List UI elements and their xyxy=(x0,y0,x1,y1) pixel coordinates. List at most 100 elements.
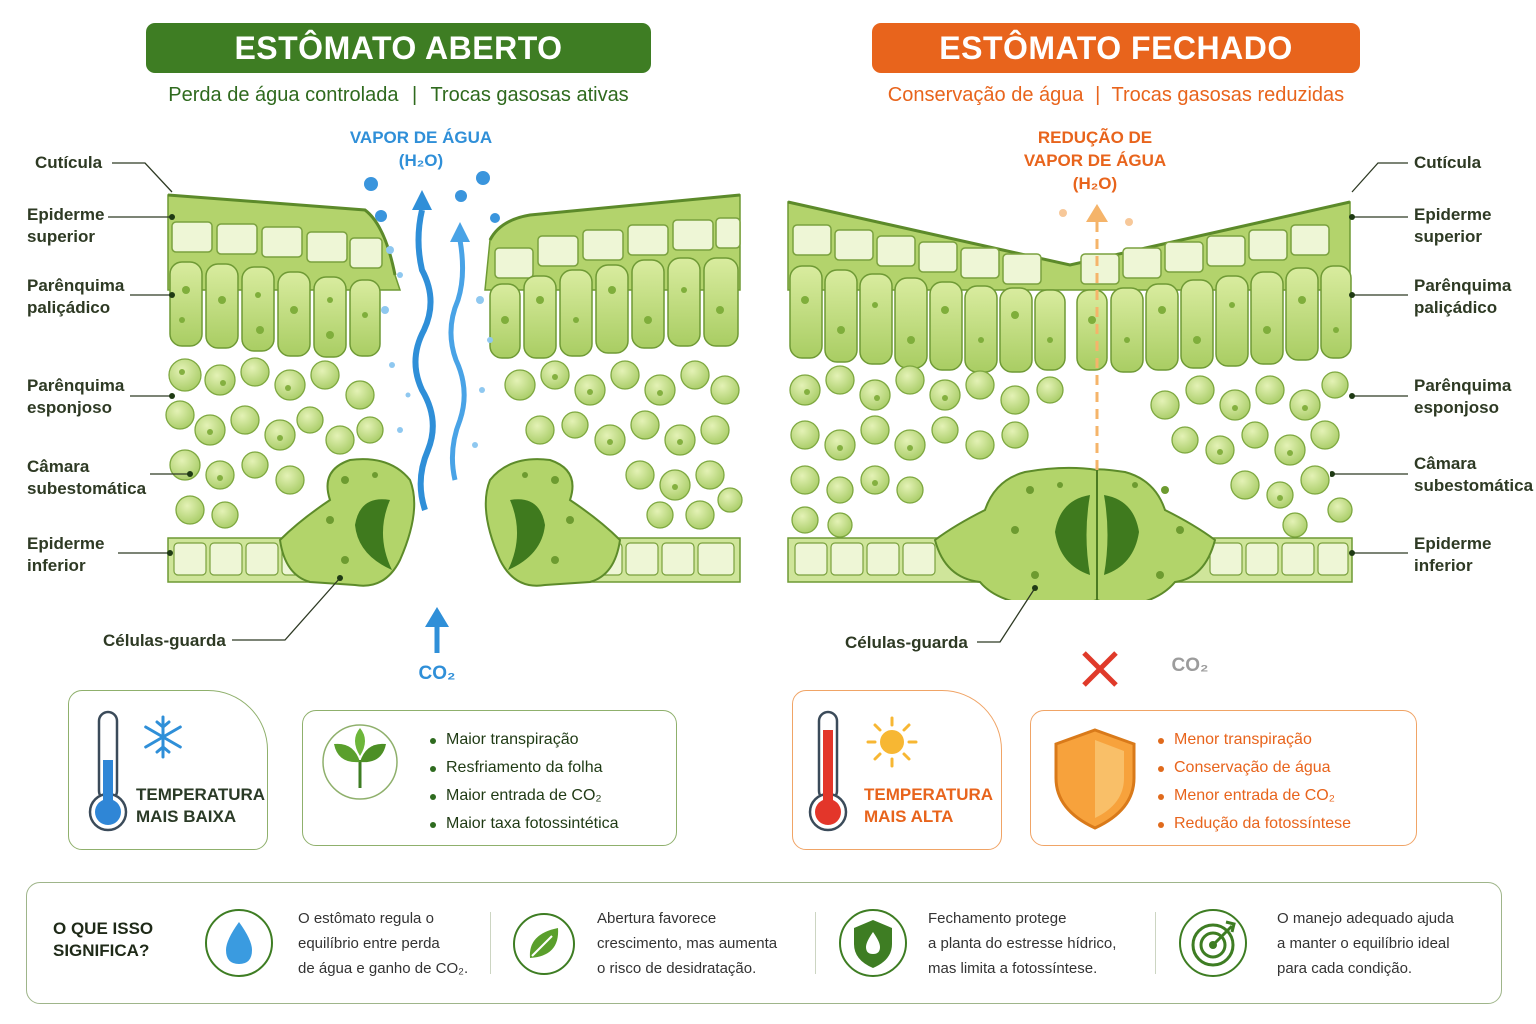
label-celulas-guarda-left: Células-guarda xyxy=(103,631,226,650)
summary-heading-1: O QUE ISSO xyxy=(53,919,154,938)
summary-text-4: O manejo adequado ajuda a manter o equil… xyxy=(1277,906,1454,981)
subtitle-closed-sep: | xyxy=(1095,84,1101,106)
summary-heading-2: SIGNIFICA? xyxy=(53,941,150,960)
subtitle-open: Perda de água controlada | Trocas gasosa… xyxy=(146,84,651,107)
esp-1: Parênquima xyxy=(27,376,125,395)
effect-closed-4: Redução da fotossíntese xyxy=(1158,810,1351,838)
subtitle-closed: Conservação de água | Trocas gasosas red… xyxy=(852,84,1380,107)
shield-icon xyxy=(1054,728,1136,830)
effect-closed-1: Menor transpiração xyxy=(1158,726,1351,754)
summary-text-3: Fechamento protege a planta do estresse … xyxy=(928,906,1116,981)
water-drop-icon xyxy=(205,909,273,977)
pal-1-r: Parênquima xyxy=(1414,276,1512,295)
temp-low-2: MAIS BAIXA xyxy=(136,807,237,826)
effect-closed-3: Menor entrada de CO₂ xyxy=(1158,782,1351,810)
title-closed: ESTÔMATO FECHADO xyxy=(872,23,1360,73)
epi-sup-1-r: Epiderme xyxy=(1414,205,1492,224)
temp-low-1: TEMPERATURA xyxy=(136,785,266,804)
epi-inf-2: inferior xyxy=(27,556,86,575)
title-open: ESTÔMATO ABERTO xyxy=(146,23,651,73)
cam-1: Câmara xyxy=(27,457,90,476)
label-epiderme-superior-left: Epiderme superior xyxy=(27,204,104,248)
label-camara-left: Câmara subestomática xyxy=(27,456,146,500)
sun-icon xyxy=(866,716,918,768)
summary-2-l1: Abertura favorece xyxy=(597,910,717,927)
right-leader-lines xyxy=(1330,162,1408,556)
guard-leader-left xyxy=(232,575,343,641)
subtitle-open-b: Trocas gasosas ativas xyxy=(430,84,629,106)
pal-1: Parênquima xyxy=(27,276,125,295)
temp-high-2: MAIS ALTA xyxy=(864,807,954,826)
subtitle-closed-b: Trocas gasosas reduzidas xyxy=(1111,84,1345,106)
label-palicadico-right: Parênquima paliçádico xyxy=(1414,275,1511,319)
summary-3-l1: Fechamento protege xyxy=(928,910,1067,927)
open-stoma-diagram xyxy=(165,190,743,587)
summary-4-l2: a manter o equilíbrio ideal xyxy=(1277,935,1450,952)
pal-2: paliçádico xyxy=(27,298,111,317)
vapor-droplets-open xyxy=(364,171,500,223)
shield-drop-icon xyxy=(839,909,907,977)
closed-stoma-diagram xyxy=(787,200,1353,600)
summary-text-2: Abertura favorece crescimento, mas aumen… xyxy=(597,906,777,981)
summary-heading: O QUE ISSO SIGNIFICA? xyxy=(53,918,153,962)
effects-list-open: Maior transpiração Resfriamento da folha… xyxy=(430,726,619,838)
vapor-closed-line1: REDUÇÃO DE xyxy=(1037,128,1153,147)
temp-high-1: TEMPERATURA xyxy=(864,785,994,804)
vapor-label-closed: REDUÇÃO DE VAPOR DE ÁGUA (H₂O) xyxy=(1000,126,1190,195)
cam-2: subestomática xyxy=(27,479,147,498)
subtitle-closed-a: Conservação de água xyxy=(887,84,1084,106)
co2-arrow-open xyxy=(425,607,449,653)
left-leader-lines xyxy=(108,162,193,556)
target-icon xyxy=(1179,909,1247,977)
epi-sup-2-r: superior xyxy=(1414,227,1483,246)
temp-low-label: TEMPERATURA MAIS BAIXA xyxy=(136,784,265,828)
subtitle-open-a: Perda de água controlada xyxy=(168,84,399,106)
thermometer-hot-icon xyxy=(808,710,848,832)
label-palicadico-left: Parênquima paliçádico xyxy=(27,275,124,319)
summary-text-1: O estômato regula o equilíbrio entre per… xyxy=(298,906,468,981)
temp-high-label: TEMPERATURA MAIS ALTA xyxy=(864,784,993,828)
label-esponjoso-left: Parênquima esponjoso xyxy=(27,375,124,419)
epi-inf-1-r: Epiderme xyxy=(1414,534,1492,553)
esp-2: esponjoso xyxy=(27,398,113,417)
effect-open-3: Maior entrada de CO₂ xyxy=(430,782,619,810)
summary-panel xyxy=(26,882,1502,1004)
vapor-closed-line3: (H₂O) xyxy=(1072,174,1118,193)
effect-open-2: Resfriamento da folha xyxy=(430,754,619,782)
effect-open-1: Maior transpiração xyxy=(430,726,619,754)
label-esponjoso-right: Parênquima esponjoso xyxy=(1414,375,1511,419)
summary-1-l3: de água e ganho de CO₂. xyxy=(298,960,469,977)
esp-2-r: esponjoso xyxy=(1414,398,1500,417)
pal-2-r: paliçádico xyxy=(1414,298,1498,317)
blocked-x-icon xyxy=(1082,651,1118,687)
summary-divider-2 xyxy=(815,912,816,974)
vapor-label-open: VAPOR DE ÁGUA (H₂O) xyxy=(326,126,516,172)
summary-1-l2: equilíbrio entre perda xyxy=(298,935,440,952)
cam-2-r: subestomática xyxy=(1414,476,1534,495)
summary-2-l3: o risco de desidratação. xyxy=(597,960,757,977)
summary-2-l2: crescimento, mas aumenta xyxy=(597,935,778,952)
co2-label-open: CO₂ xyxy=(418,663,456,684)
effect-open-4: Maior taxa fotossintética xyxy=(430,810,619,838)
esp-1-r: Parênquima xyxy=(1414,376,1512,395)
summary-3-l3: mas limita a fotossíntese. xyxy=(928,960,1098,977)
sprout-icon xyxy=(322,724,398,800)
label-epiderme-superior-right: Epiderme superior xyxy=(1414,204,1491,248)
vapor-open-line2: (H₂O) xyxy=(398,151,444,170)
vapor-open-line1: VAPOR DE ÁGUA xyxy=(349,128,493,147)
label-cuticula-left: Cutícula xyxy=(35,153,103,172)
summary-1-l1: O estômato regula o xyxy=(298,910,434,927)
cam-1-r: Câmara xyxy=(1414,454,1477,473)
summary-3-l2: a planta do estresse hídrico, xyxy=(928,935,1117,952)
effects-list-closed: Menor transpiração Conservação de água M… xyxy=(1158,726,1351,838)
epi-sup-1: Epiderme xyxy=(27,205,105,224)
subtitle-open-sep: | xyxy=(412,84,418,106)
label-celulas-guarda-right: Células-guarda xyxy=(845,633,968,652)
vapor-closed-line2: VAPOR DE ÁGUA xyxy=(1023,151,1167,170)
label-camara-right: Câmara subestomática xyxy=(1414,453,1533,497)
summary-divider-1 xyxy=(490,912,491,974)
epi-sup-2: superior xyxy=(27,227,96,246)
guard-leader-right xyxy=(977,585,1038,643)
thermometer-cold-icon xyxy=(88,710,128,832)
